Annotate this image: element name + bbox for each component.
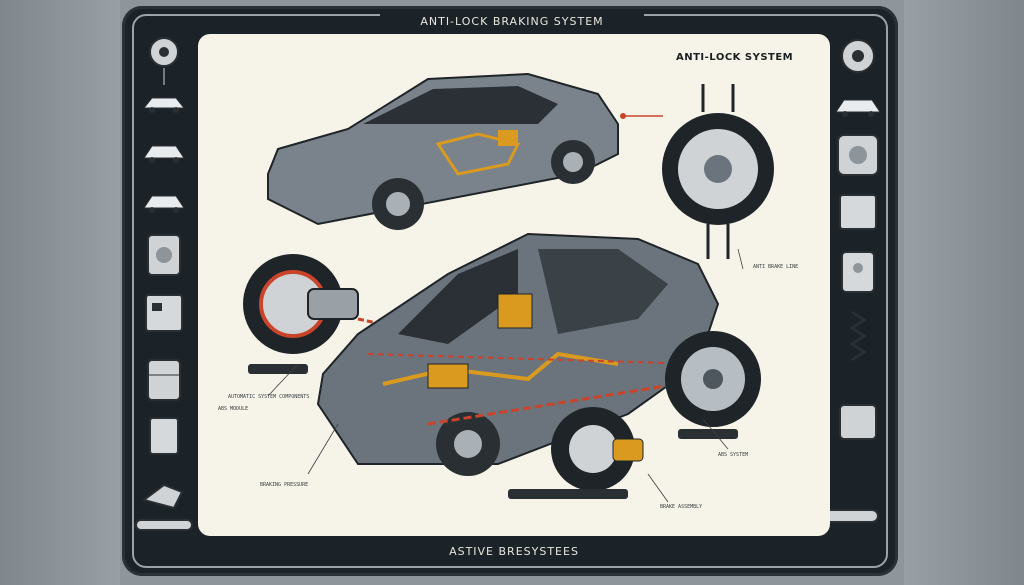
caliper-icon [145, 294, 183, 332]
brake-line-icon [135, 519, 193, 531]
left-icon-column [134, 30, 194, 550]
caption-brake-assembly: BRAKE ASSEMBLY [660, 504, 703, 510]
caption-braking-pressure: BRAKING PRESSURE [260, 482, 309, 488]
abs-module-icon [841, 251, 875, 293]
caption-abs-system: ABS SYSTEM [718, 452, 749, 458]
hydraulic-unit-icon [147, 359, 181, 401]
illustration-panel: ANTI-LOCK SYSTEM [198, 34, 830, 536]
bottom-car-illustration [316, 232, 720, 476]
right-icon-column [754, 30, 888, 550]
brake-pedal-icon [141, 483, 184, 510]
rear-brake-wheel [665, 331, 761, 439]
hydraulic-unit-icon [839, 404, 877, 440]
leader-lines [267, 248, 744, 503]
suspension-icon [849, 310, 867, 362]
brake-disc-icon [147, 234, 181, 276]
sensor-icon [149, 417, 179, 455]
caption-abs-module: ABS MODULE [218, 406, 249, 412]
brake-caliper-icon [149, 37, 179, 85]
panel-title: ANTI-LOCK SYSTEM [676, 52, 794, 63]
frame-bottom-title: ASTIVE BRESYSTEES [430, 543, 598, 561]
caption-anti-brake-line: ANTI BRAKE LINE [753, 264, 799, 270]
car-icon [143, 145, 185, 163]
caption-automatic-components: AUTOMATIC SYSTEM COMPONENTS [228, 394, 310, 400]
car-icon [835, 99, 881, 117]
frame-top-title: ANTI-LOCK BRAKING SYSTEM [380, 12, 644, 32]
top-car-illustration [267, 72, 619, 230]
abs-illustration [243, 72, 774, 503]
car-icon [142, 97, 186, 113]
brake-disc-icon [841, 39, 875, 73]
caliper-icon [839, 194, 877, 230]
car-icon [143, 195, 185, 213]
front-brake-wheel [508, 407, 644, 499]
brake-assembly-icon [837, 134, 879, 176]
background-right [904, 0, 1024, 585]
background-left [0, 0, 120, 585]
wheel-diagram [620, 84, 774, 259]
left-brake-wheel [243, 254, 429, 374]
